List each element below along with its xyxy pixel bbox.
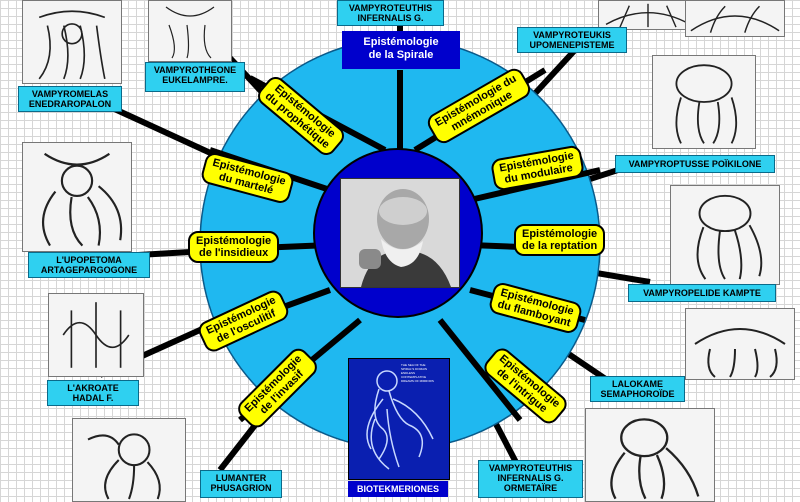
species-label-line2: PHUSAGRION	[210, 483, 272, 493]
epistemology-pill: Epistémologie de l'insidieux	[188, 231, 280, 263]
species-label-line1: VAMPYROMELAS	[31, 89, 109, 99]
species-label-line1: VAMPYROTHEONE	[153, 65, 237, 75]
species-label-line1: VAMPYROTEUTHIS	[348, 3, 433, 13]
species-label-line1: LALOKAME	[612, 379, 663, 389]
species-label: L'AKROATE HADAL F.	[47, 380, 139, 406]
cover-text-line: CONTEMPLATIVE	[401, 375, 427, 379]
species-label: VAMPYROTHEONE EUKELAMPRE.	[145, 62, 245, 92]
illustration-thumb	[72, 418, 186, 502]
species-label-line1: VAMPYROTEUKIS	[533, 30, 611, 40]
species-label-line2: UPOMENEPISTEME	[529, 40, 615, 50]
species-label: VAMPYROTEUTHIS INFERNALIS G.	[337, 0, 444, 26]
bottom-title: BIOTEKMERIONES	[348, 481, 448, 497]
species-label-line1: L'AKROATE	[67, 383, 119, 393]
book-cover: THE SEA OF THE SPIRAL'S DOMAIN ENDLESS C…	[348, 358, 450, 480]
species-label-line2: HADAL F.	[72, 393, 114, 403]
cover-text-line: DREAMS OF MIRRORS	[401, 379, 434, 383]
species-label-line1: VAMPYROPTUSSE POÏKILONE	[628, 159, 762, 169]
illustration-thumb	[585, 408, 715, 502]
species-label: VAMPYROTEUTHIS INFERNALIS G. ORMETAÏRE	[478, 460, 583, 498]
epistemology-pill: Epistémologie de la reptation	[514, 224, 606, 256]
pill-line2: de l'insidieux	[198, 247, 269, 259]
species-label-line1: VAMPYROTEUTHIS	[488, 463, 573, 473]
species-label-line2: ENEDRAROPALON	[28, 99, 112, 109]
illustration-thumb	[22, 142, 132, 252]
cover-text-line: SPIRAL'S DOMAIN	[401, 367, 428, 371]
center-title: Epistémologie de la Spirale	[342, 31, 460, 69]
species-label: VAMPYROMELAS ENEDRAROPALON	[18, 86, 122, 112]
species-label-line2: INFERNALIS G.	[357, 13, 424, 23]
pill-line1: Epistémologie	[196, 235, 272, 247]
species-label-line1: LUMANTER	[215, 473, 267, 483]
portrait-photo	[340, 178, 460, 288]
illustration-thumb	[148, 0, 232, 62]
species-label: VAMPYROTEUKIS UPOMENEPISTEME	[517, 27, 627, 53]
illustration-thumb	[652, 55, 756, 149]
cover-text: THE SEA OF THE SPIRAL'S DOMAIN ENDLESS C…	[401, 363, 434, 383]
species-label: LALOKAME SEMAPHOROÏDE	[590, 376, 685, 402]
illustration-thumb	[22, 0, 122, 84]
illustration-thumb	[48, 293, 144, 377]
species-label-line2: SEMAPHOROÏDE	[600, 389, 675, 399]
species-label: VAMPYROPELIDE KAMPTE	[628, 284, 776, 302]
species-label: LUMANTER PHUSAGRION	[200, 470, 282, 498]
species-label-line1: L'UPOPETOMA	[56, 255, 122, 265]
cover-text-line: THE SEA OF THE	[401, 363, 426, 367]
illustration-thumb	[685, 308, 795, 380]
center-title-line1: Epistémologie	[363, 36, 439, 48]
species-label-line1: VAMPYROPELIDE KAMPTE	[643, 288, 761, 298]
species-label: L'UPOPETOMA ARTAGEPARGOGONE	[28, 252, 150, 278]
illustration-thumb	[685, 0, 785, 37]
species-label-line2: INFERNALIS G.	[497, 473, 564, 483]
illustration-thumb	[670, 185, 780, 285]
pill-line1: Epistémologie	[522, 228, 598, 240]
species-label: VAMPYROPTUSSE POÏKILONE	[615, 155, 775, 173]
species-label-line2: EUKELAMPRE.	[162, 75, 228, 85]
species-label-line3: ORMETAÏRE	[503, 483, 558, 493]
pill-line2: de la reptation	[522, 240, 598, 252]
cover-text-line: ENDLESS	[401, 371, 416, 375]
illustration-thumb	[598, 0, 698, 30]
center-title-line2: de la Spirale	[368, 49, 434, 61]
species-label-line2: ARTAGEPARGOGONE	[40, 265, 138, 275]
